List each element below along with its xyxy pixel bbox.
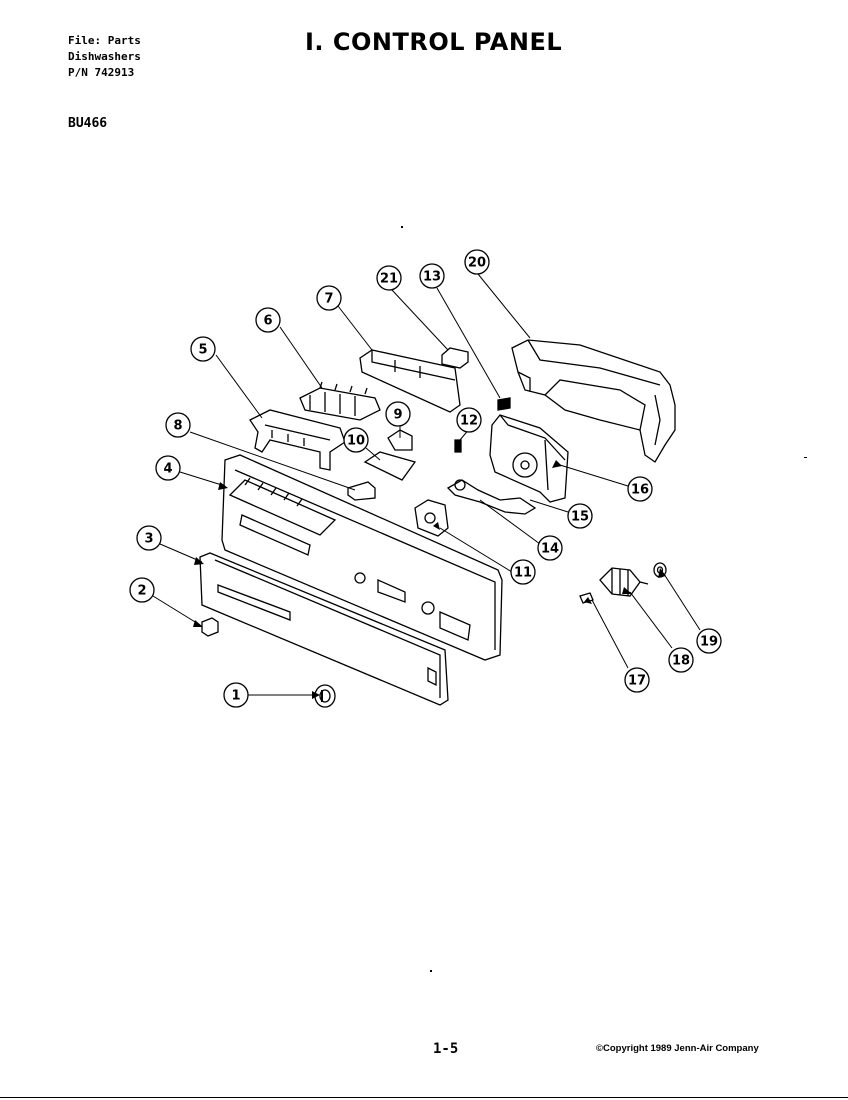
leader-arrowheads: [193, 460, 666, 699]
callout-16: 16: [631, 483, 649, 498]
part-6-switch-block: [299, 381, 381, 421]
callout-15: 15: [571, 510, 589, 525]
callout-10: 10: [347, 434, 365, 449]
file-label: File: Parts: [68, 34, 141, 47]
part-11-module: [414, 499, 449, 537]
callout-17: 17: [628, 674, 646, 689]
description-label: Dishwashers: [68, 50, 141, 63]
leader-lines: [152, 273, 701, 696]
callout-9: 9: [393, 408, 402, 423]
part-5-bracket: [249, 409, 346, 471]
callout-6: 6: [263, 314, 272, 329]
part-8-switch: [347, 481, 376, 501]
page-number: 1-5: [433, 1041, 459, 1057]
callout-13: 13: [423, 270, 441, 285]
callout-1: 1: [231, 689, 240, 704]
callout-14: 14: [541, 542, 559, 557]
callout-3: 3: [144, 532, 153, 547]
part-20-housing: [511, 339, 676, 463]
part-2-clip: [201, 617, 219, 637]
part-9-clip: [387, 429, 413, 451]
callout-numbers: 1 2 3 4 5 6 7 8 9 10 11 12 13 14 15 16 1…: [137, 256, 718, 704]
callout-21: 21: [380, 272, 398, 287]
page-title: I. CONTROL PANEL: [305, 28, 563, 56]
part-number-label: P/N 742913: [68, 66, 135, 79]
part-15-arm: [446, 479, 537, 515]
scan-specks: [0, 226, 848, 1098]
part-13-pin: [497, 397, 511, 411]
part-7-cover: [359, 349, 461, 413]
copyright-notice: ©Copyright 1989 Jenn-Air Company: [596, 1043, 759, 1054]
callout-circles: [129, 249, 722, 708]
callout-20: 20: [468, 256, 486, 271]
callout-19: 19: [700, 635, 718, 650]
part-16-timer: [489, 414, 569, 503]
callout-18: 18: [672, 654, 690, 669]
callout-8: 8: [173, 419, 182, 434]
callout-7: 7: [324, 292, 333, 307]
callout-12: 12: [460, 414, 478, 429]
part-18-shaft: [599, 567, 649, 597]
part-3-trim: [199, 552, 449, 706]
part-4-control-panel: [221, 454, 503, 661]
callout-5: 5: [198, 343, 207, 358]
part-21-connector: [441, 347, 469, 369]
callout-4: 4: [163, 462, 172, 477]
callout-11: 11: [514, 566, 532, 581]
callout-2: 2: [137, 584, 146, 599]
model-number: BU466: [68, 116, 108, 131]
part-12-spring: [454, 439, 462, 453]
part-10-plate: [363, 451, 417, 481]
